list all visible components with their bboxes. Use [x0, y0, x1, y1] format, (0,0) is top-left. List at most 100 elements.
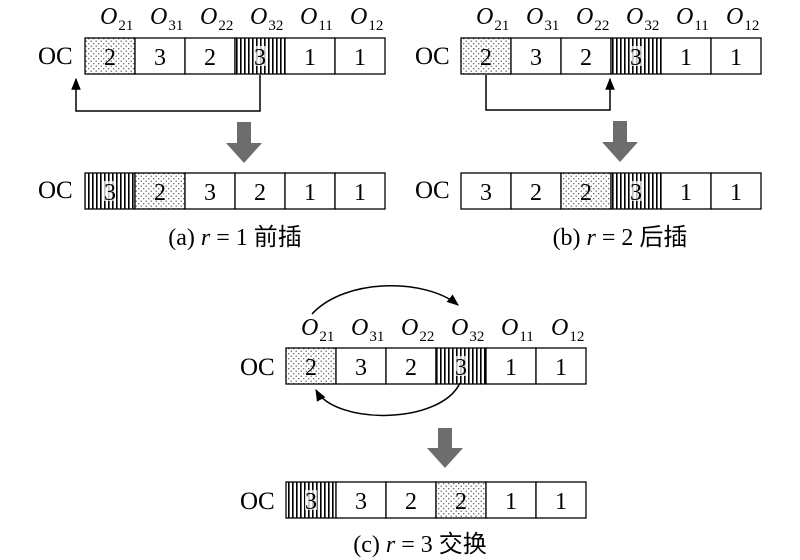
panel-a-before-cell-3-value: 2: [204, 45, 216, 71]
panel-b-after-cell-3-value: 2: [580, 180, 592, 206]
panel-b-caption: (b) r = 2 后插: [553, 224, 688, 251]
panel-c-down-arrow: [427, 428, 463, 468]
panel-b-header-4-main: O: [626, 4, 643, 30]
panel-a-before-cell-5-value: 1: [304, 45, 316, 71]
panel-a-after-cell-1-label-bg: [104, 181, 116, 201]
panel-c-after-cell-1-label-bg: [305, 490, 317, 510]
panel-c-after-cell-4: [435, 481, 487, 519]
panel-c-before-cell-2-value: 3: [355, 355, 367, 381]
panel-c-header-1: O21: [301, 315, 334, 345]
panel-b-before-cell-3-value: 2: [580, 45, 592, 71]
panel-a-caption-suffix: = 1 前插: [210, 224, 302, 251]
panel-a-caption-var: r: [201, 225, 211, 251]
panel-b-before-cell-2-value: 3: [530, 45, 542, 71]
panel-b-header-4: O32: [626, 4, 659, 34]
panel-c-after-cell-5-value: 1: [505, 489, 517, 515]
panel-b-header-1-sub: 21: [494, 18, 509, 34]
panel-c-after-cell-1-value: 3: [305, 489, 317, 515]
panel-c-before-cell-1: [285, 347, 337, 385]
panel-b-before-cell-2: [510, 37, 562, 75]
panel-a-before-oc-label: OC: [38, 43, 73, 70]
panel-a-header-4-sub: 32: [268, 18, 283, 34]
panel-b-before-cell-5-value: 1: [680, 45, 692, 71]
panel-a-header-2: O31: [150, 4, 183, 34]
panel-b-before-cell-5: [660, 37, 712, 75]
panel-b-after-oc-label: OC: [415, 177, 450, 204]
panel-a-header-6: O12: [350, 4, 383, 34]
panel-b-header-2-main: O: [526, 4, 543, 30]
panel-b-header-6: O12: [726, 4, 759, 34]
panel-a-after-cell-5: [284, 172, 336, 210]
panel-a-before-cell-3: [184, 37, 236, 75]
panel-a-before-cell-4-label-bg: [254, 46, 266, 66]
panel-a-header-6-main: O: [350, 4, 367, 30]
panel-b-before-cell-6: [710, 37, 762, 75]
panel-c-header-2-main: O: [351, 315, 368, 341]
panel-b-caption-suffix: = 2 后插: [596, 224, 688, 251]
panel-b-caption-prefix: (b): [553, 225, 587, 251]
panel-b-header-2: O31: [526, 4, 559, 34]
panel-b-before-cell-1: [460, 37, 512, 75]
panel-b-header-5: O11: [676, 4, 709, 34]
panel-b-header-1-main: O: [476, 4, 493, 30]
panel-a-insert-before-arrow: [71, 75, 261, 112]
panel-b-after-cell-1: [460, 172, 512, 210]
panel-a-after-cell-6-value: 1: [354, 180, 366, 206]
panel-b-after-cell-4-value: 3: [630, 180, 642, 206]
panel-b-header-5-main: O: [676, 4, 693, 30]
panel-c-swap-arrow-bottom: [315, 382, 461, 417]
panel-c-before-cell-5-value: 1: [505, 355, 517, 381]
panel-c-header-3-main: O: [401, 315, 418, 341]
panel-a-after-cell-3-value: 3: [204, 180, 216, 206]
panel-b-header-1: O21: [476, 4, 509, 34]
panel-a-header-4: O32: [250, 4, 283, 34]
panel-c-after-cell-4-value: 2: [455, 489, 467, 515]
panel-c-caption: (c) r = 3 交换: [353, 531, 487, 558]
panel-c-header-5-sub: 11: [519, 329, 533, 345]
panel-c-header-6: O12: [551, 315, 584, 345]
panel-c-before-cell-1-value: 2: [305, 355, 317, 381]
panel-b-header-6-sub: 12: [744, 18, 759, 34]
panel-c-header-3-sub: 22: [419, 329, 434, 345]
panel-c-header-4: O32: [451, 315, 484, 345]
panel-c-before-cell-6: [535, 347, 587, 385]
panel-a-after-cell-3: [184, 172, 236, 210]
panel-c-header-4-sub: 32: [469, 329, 484, 345]
panel-b-header-3-main: O: [576, 4, 593, 30]
panel-c-header-3: O22: [401, 315, 434, 345]
panel-b-after-cell-6-value: 1: [730, 180, 742, 206]
panel-a-header-6-sub: 12: [368, 18, 383, 34]
panel-c-before-cell-4-value: 3: [455, 355, 467, 381]
panel-b-header-3-sub: 22: [594, 18, 609, 34]
panel-c-after-cell-6-value: 1: [555, 489, 567, 515]
panel-b-after-cell-6: [710, 172, 762, 210]
panel-c-before-cell-3-value: 2: [405, 355, 417, 381]
panel-b-header-5-sub: 11: [694, 18, 708, 34]
panel-a-caption: (a) r = 1 前插: [168, 224, 302, 251]
panel-c-after-cell-3: [385, 481, 437, 519]
panel-c-after-cell-6: [535, 481, 587, 519]
panel-c-header-2-sub: 31: [369, 329, 384, 345]
panel-a-header-3-main: O: [200, 4, 217, 30]
panel-c-caption-prefix: (c): [353, 532, 386, 558]
panel-a-caption-prefix: (a): [168, 225, 201, 251]
panel-c-caption-suffix: = 3 交换: [395, 531, 487, 558]
panel-c-header-1-main: O: [301, 315, 318, 341]
panel-b-after-cell-5: [660, 172, 712, 210]
panel-c-swap-arrow-top: [311, 285, 459, 315]
panel-a-before-cell-1: [84, 37, 136, 75]
panel-b-before-cell-6-value: 1: [730, 45, 742, 71]
panel-a-header-2-sub: 31: [168, 18, 183, 34]
panel-c-before-oc-label: OC: [240, 354, 275, 381]
panel-c-after-cell-3-value: 2: [405, 489, 417, 515]
